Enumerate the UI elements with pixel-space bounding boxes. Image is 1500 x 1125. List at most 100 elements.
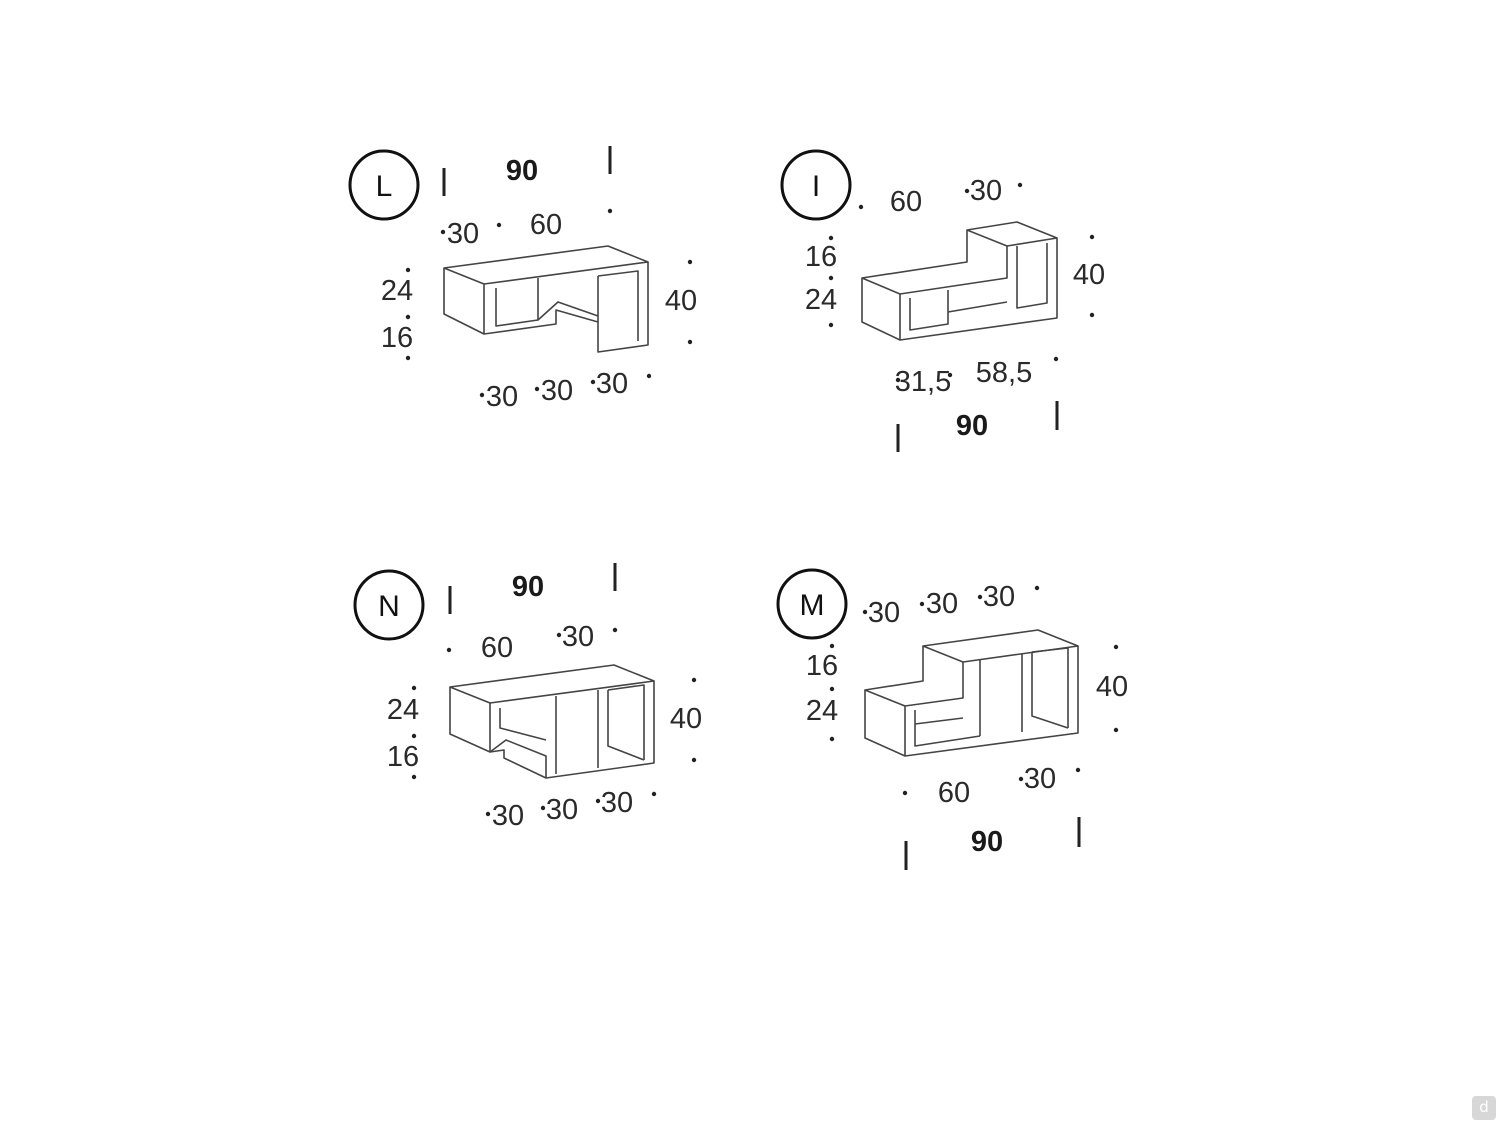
dim-dot — [687, 259, 693, 265]
dim-dot — [828, 322, 834, 328]
dim-dot — [446, 647, 452, 653]
dim-dot — [1089, 234, 1095, 240]
dim-dot — [540, 805, 546, 811]
dim-dot — [411, 733, 417, 739]
left-dim-2-n: 16 — [387, 741, 419, 773]
bottom-dim-3-l: 30 — [596, 368, 628, 400]
dim-dot — [691, 677, 697, 683]
dim-dot — [651, 791, 657, 797]
dim-dot — [1113, 644, 1119, 650]
diagram-i: I 60 30 16 24 40 31,5 58,5 90 — [780, 149, 1105, 452]
dim-dot — [485, 811, 491, 817]
dim-dot — [1089, 312, 1095, 318]
top-dim-2-i: 30 — [970, 175, 1002, 207]
dim-dot — [977, 594, 983, 600]
dim-dot — [862, 609, 868, 615]
dim-dot — [895, 377, 901, 383]
left-dim-1-n: 24 — [387, 694, 419, 726]
dim-dot — [947, 372, 953, 378]
badge-circle-i — [780, 149, 852, 221]
shelf-drawing-i — [861, 221, 1058, 341]
left-dim-1-m: 16 — [806, 650, 838, 682]
dim-dot — [829, 736, 835, 742]
dim-dot — [919, 601, 925, 607]
top-dim-2-l: 60 — [530, 209, 562, 241]
dim-dot — [556, 632, 562, 638]
diagram-n: N 90 60 30 24 16 40 30 30 30 — [353, 563, 702, 832]
badge-label-i: I — [812, 170, 820, 203]
dim-dot — [440, 229, 446, 235]
dim-dot — [964, 188, 970, 194]
dim-dot — [1034, 585, 1040, 591]
right-dim-m: 40 — [1096, 671, 1128, 703]
dim-dot — [829, 686, 835, 692]
top-dim-1-i: 60 — [890, 186, 922, 218]
bottom-dim-3-n: 30 — [601, 787, 633, 819]
dim-dot — [1053, 356, 1059, 362]
dim-dot — [858, 204, 864, 210]
total-width-l: 90 — [506, 155, 538, 187]
top-dim-2-n: 30 — [562, 621, 594, 653]
left-dim-1-i: 16 — [805, 241, 837, 273]
left-dim-2-m: 24 — [806, 695, 838, 727]
top-dim-1-m: 30 — [868, 597, 900, 629]
top-dim-1-n: 60 — [481, 632, 513, 664]
dim-dot — [902, 790, 908, 796]
shelf-drawing-n — [449, 664, 655, 779]
total-width-n: 90 — [512, 571, 544, 603]
badge-circle-m — [776, 568, 848, 640]
top-dim-2-m: 30 — [926, 588, 958, 620]
watermark-logo-icon: d — [1472, 1096, 1496, 1120]
dim-dot — [405, 267, 411, 273]
total-width-m: 90 — [971, 826, 1003, 858]
dim-dot — [479, 392, 485, 398]
dim-dot — [411, 685, 417, 691]
shelf-drawing-m — [864, 629, 1079, 757]
dim-dot — [405, 314, 411, 320]
bottom-dim-2-n: 30 — [546, 794, 578, 826]
badge-label-l: L — [376, 170, 393, 203]
left-dim-2-l: 16 — [381, 322, 413, 354]
bottom-dim-1-m: 60 — [938, 777, 970, 809]
left-dim-1-l: 24 — [381, 275, 413, 307]
dim-dot — [607, 208, 613, 214]
dim-dot — [691, 757, 697, 763]
left-dim-2-i: 24 — [805, 284, 837, 316]
right-dim-n: 40 — [670, 703, 702, 735]
total-width-i: 90 — [956, 410, 988, 442]
dim-dot — [828, 235, 834, 241]
bottom-dim-2-l: 30 — [541, 375, 573, 407]
dim-dot — [612, 627, 618, 633]
badge-label-n: N — [378, 590, 400, 623]
dim-dot — [595, 798, 601, 804]
dim-dot — [405, 355, 411, 361]
bottom-dim-2-m: 30 — [1024, 763, 1056, 795]
dim-dot — [496, 222, 502, 228]
dim-dot — [828, 275, 834, 281]
bottom-dim-1-n: 30 — [492, 800, 524, 832]
dim-dot — [590, 379, 596, 385]
dim-dot — [687, 339, 693, 345]
dim-dot — [411, 774, 417, 780]
bottom-dim-1-l: 30 — [486, 381, 518, 413]
top-dim-1-l: 30 — [447, 218, 479, 250]
bottom-dim-2-i: 58,5 — [976, 357, 1032, 389]
badge-label-m: M — [800, 589, 825, 622]
dim-dot — [829, 643, 835, 649]
dim-dot — [1018, 776, 1024, 782]
diagram-l: L 90 30 60 24 16 40 30 30 30 — [348, 146, 697, 413]
dim-dot — [1017, 182, 1023, 188]
badge-circle-l — [348, 149, 420, 221]
badge-circle-n — [353, 569, 425, 641]
bottom-dim-1-i: 31,5 — [895, 366, 951, 398]
right-dim-i: 40 — [1073, 259, 1105, 291]
top-dim-3-m: 30 — [983, 581, 1015, 613]
dim-dot — [1113, 727, 1119, 733]
dim-dot — [534, 386, 540, 392]
dim-dot — [646, 373, 652, 379]
diagram-m: M 30 30 30 16 24 40 60 30 90 — [776, 568, 1128, 870]
right-dim-l: 40 — [665, 285, 697, 317]
shelf-drawing-l — [443, 245, 649, 353]
dim-dot — [1075, 767, 1081, 773]
